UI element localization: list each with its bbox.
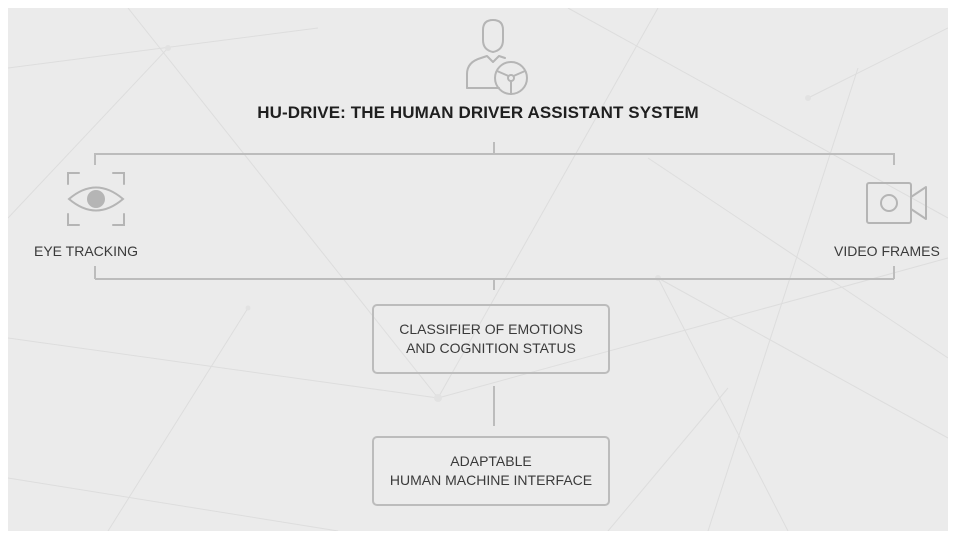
- diagram-title: HU-DRIVE: THE HUMAN DRIVER ASSISTANT SYS…: [257, 103, 699, 122]
- classifier-line-1: CLASSIFIER OF EMOTIONS: [399, 321, 583, 337]
- eye-icon: [67, 172, 125, 226]
- video-camera-icon: [866, 182, 927, 224]
- connector-lines: [94, 142, 895, 426]
- background-network-pattern: [8, 8, 948, 531]
- interface-line-2: HUMAN MACHINE INTERFACE: [389, 472, 593, 488]
- classifier-box: CLASSIFIER OF EMOTIONS AND COGNITION STA…: [372, 304, 610, 374]
- adaptable-hmi-box: ADAPTABLE HUMAN MACHINE INTERFACE: [372, 436, 610, 506]
- classifier-line-2: AND COGNITION STATUS: [406, 340, 576, 356]
- diagram-canvas: HU-DRIVE: THE HUMAN DRIVER ASSISTANT SYS…: [8, 8, 948, 531]
- driver-steering-wheel-icon: [466, 19, 528, 95]
- interface-line-1: ADAPTABLE: [450, 453, 532, 469]
- video-frames-label: VIDEO FRAMES: [834, 243, 940, 259]
- eye-tracking-label: EYE TRACKING: [34, 243, 138, 259]
